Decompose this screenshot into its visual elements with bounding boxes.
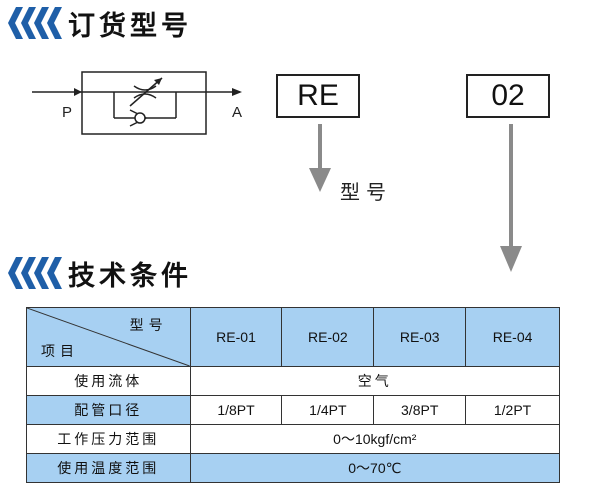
order-section-header: 订货型号 bbox=[8, 6, 192, 42]
temperature-value: 0～70℃ bbox=[189, 453, 561, 483]
port-p-label: P bbox=[62, 104, 73, 121]
spec-section-header: 技术条件 bbox=[8, 256, 192, 292]
series-caption: 型号 bbox=[340, 180, 392, 204]
table-row: 使用温度范围 0～70℃ bbox=[26, 453, 561, 483]
series-code-box: RE bbox=[276, 74, 360, 118]
header-corner-cell: 型号 项目 bbox=[26, 307, 191, 367]
port-a-label: A bbox=[232, 104, 243, 121]
spec-section-title: 技术条件 bbox=[68, 260, 192, 292]
table-row: 工作压力范围 0～10kgf/cm² bbox=[26, 424, 561, 454]
model-header-cell: RE-03 bbox=[373, 307, 467, 367]
valve-symbol-diagram bbox=[32, 71, 242, 135]
table-row: 配管口径 1/8PT 1/4PT 3/8PT 1/2PT bbox=[26, 395, 560, 425]
chevron-left-icon bbox=[8, 257, 62, 289]
order-section-title: 订货型号 bbox=[68, 10, 192, 42]
size-down-arrow-icon bbox=[500, 124, 522, 272]
pressure-value: 0～10kgf/cm² bbox=[189, 424, 561, 454]
chevron-left-icon bbox=[8, 7, 62, 39]
row-label-pressure: 工作压力范围 bbox=[26, 424, 191, 454]
port-size-value: 1/8PT bbox=[189, 395, 283, 425]
table-header-row: 型号 项目 RE-01 RE-02 RE-03 RE-04 bbox=[26, 307, 560, 367]
header-corner-bottom: 项目 bbox=[41, 343, 79, 359]
port-size-value: 1/4PT bbox=[281, 395, 375, 425]
series-down-arrow-icon bbox=[309, 124, 331, 192]
fluid-value: 空气 bbox=[189, 366, 561, 396]
row-label-port-size: 配管口径 bbox=[26, 395, 191, 425]
row-label-fluid: 使用流体 bbox=[26, 366, 191, 396]
model-header-cell: RE-01 bbox=[189, 307, 283, 367]
port-size-value: 1/2PT bbox=[465, 395, 560, 425]
model-header-cell: RE-02 bbox=[281, 307, 375, 367]
model-header-cell: RE-04 bbox=[465, 307, 560, 367]
header-corner-top: 型号 bbox=[129, 317, 168, 333]
spec-table: 型号 项目 RE-01 RE-02 RE-03 RE-04 使用流体 空气 配管… bbox=[26, 307, 561, 483]
port-size-value: 3/8PT bbox=[373, 395, 467, 425]
size-code-box: 02 bbox=[466, 74, 550, 118]
row-label-temperature: 使用温度范围 bbox=[26, 453, 191, 483]
table-row: 使用流体 空气 bbox=[26, 366, 561, 396]
